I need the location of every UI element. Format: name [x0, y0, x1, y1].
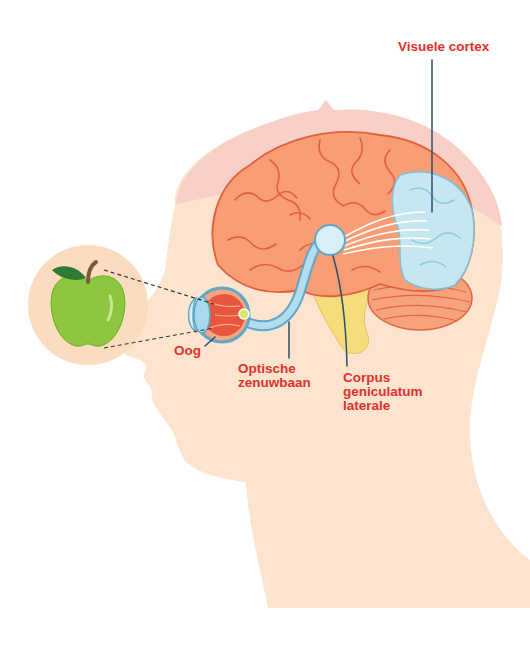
gyrus: [319, 140, 344, 206]
lgn-circle: [315, 225, 345, 255]
gyrus: [290, 213, 310, 219]
apple-highlight: [108, 296, 112, 320]
gyrus: [250, 264, 304, 271]
leader-line: [205, 337, 215, 346]
callout-label: Corpus geniculatum laterale: [343, 371, 435, 414]
apple-inset: [28, 245, 148, 365]
cerebrum: [213, 132, 474, 296]
leader-line: [288, 322, 290, 358]
gyrus: [345, 203, 385, 215]
apple-stem: [88, 262, 96, 282]
apple: [51, 276, 125, 346]
leader-lines: [205, 60, 432, 366]
fovea: [239, 309, 249, 319]
optic-radiation-fiber: [343, 246, 433, 254]
gyrus: [352, 266, 380, 272]
leader-line: [431, 60, 433, 212]
sight-lines: [104, 270, 214, 348]
callout-label: Optische zenuwbaan: [238, 362, 334, 390]
optic-radiation-fiber: [344, 238, 431, 250]
cerebellum-fold: [372, 295, 470, 302]
optic-nerve: [246, 243, 320, 326]
cerebellum-fold: [384, 315, 458, 321]
gyrus: [228, 237, 276, 249]
eyeball: [195, 288, 249, 342]
callout-label: Oog: [174, 344, 201, 358]
optic-nerve-outline: [246, 243, 320, 326]
optic-radiation: [342, 212, 433, 254]
cornea: [189, 298, 197, 332]
eye-vessels: [210, 302, 241, 328]
leader-line: [333, 256, 347, 366]
sight-line: [104, 270, 214, 304]
cerebellum-fold: [376, 305, 466, 312]
cortex-gyri: [410, 188, 460, 267]
callout-label: Visuele cortex: [398, 40, 489, 54]
gyrus: [352, 138, 362, 184]
gyrus: [270, 160, 300, 220]
gyrus: [420, 261, 446, 267]
apple-leaf: [52, 266, 86, 280]
